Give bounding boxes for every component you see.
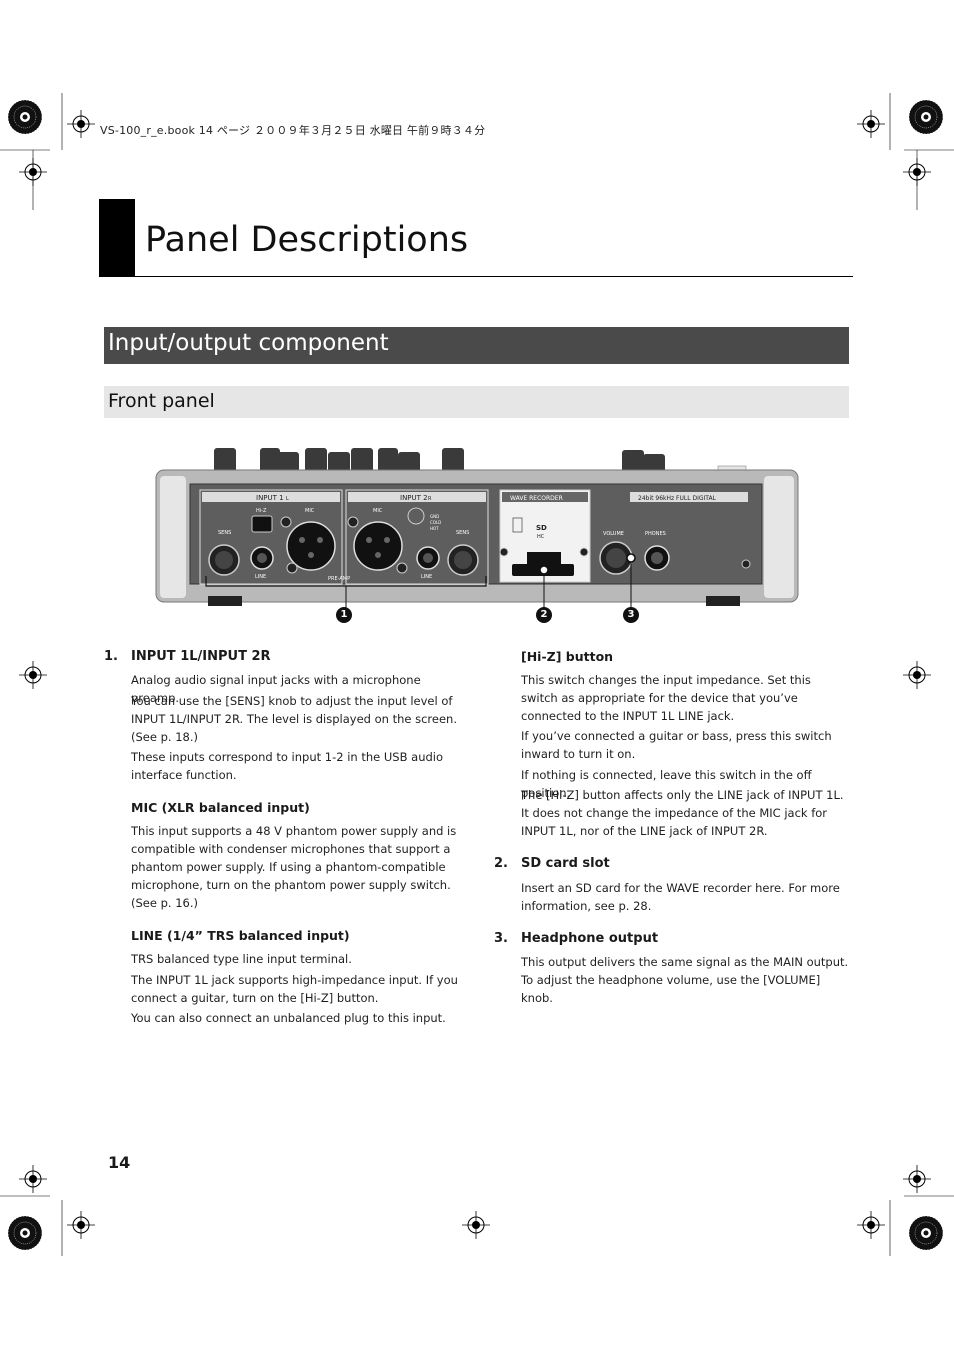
svg-text:MIC: MIC [373,508,383,514]
svg-text:24bit 96kHz FULL DIGITAL: 24bit 96kHz FULL DIGITAL [638,495,717,502]
title-accent-bar [99,199,135,277]
item-1-para-2: You can use the [SENS] knob to adjust th… [131,694,458,744]
page-title: Panel Descriptions [145,220,469,260]
line-para-1: TRS balanced type line input terminal. [131,952,352,966]
svg-text:LINE: LINE [421,574,432,580]
callout-3: 3 [623,607,639,623]
hiz-para-2: If you’ve connected a guitar or bass, pr… [521,729,832,761]
item-3-para: This output delivers the same signal as … [521,955,849,1005]
file-info-header: VS-100_r_e.book 14 ページ ２００９年３月２５日 水曜日 午前… [100,124,486,137]
svg-text:HC: HC [537,534,545,540]
item-3-number: 3. [494,931,508,946]
svg-text:PHONES: PHONES [645,531,666,537]
svg-text:SENS: SENS [218,530,231,536]
page-number: 14 [108,1153,131,1172]
section-heading-text: Input/output component [108,330,389,356]
callout-1: 1 [336,607,352,623]
item-1-para-1: Analog audio signal input jacks with a m… [131,673,421,705]
line-para-3: You can also connect an unbalanced plug … [131,1011,446,1025]
svg-text:WAVE RECORDER: WAVE RECORDER [510,495,563,502]
line-subtitle: LINE (1/4” TRS balanced input) [131,928,350,943]
front-panel-illustration: INPUT 1 L INPUT 2 R Hi-Z MIC SENS LINE M… [155,448,799,608]
hiz-para-4: The [Hi-Z] button affects only the LINE … [521,788,844,838]
svg-text:SD: SD [536,524,547,532]
svg-text:PRE-AMP: PRE-AMP [328,576,350,582]
item-1-number: 1. [104,649,118,664]
item-2-title: SD card slot [521,856,610,871]
hiz-subtitle: [Hi-Z] button [521,649,614,664]
subsection-heading: Front panel [104,386,849,418]
svg-text:GND: GND [430,514,439,519]
svg-text:L: L [286,496,289,502]
title-rule [99,276,853,277]
item-1-title: INPUT 1L/INPUT 2R [131,649,271,664]
panel-input2-label: INPUT 2 [400,494,428,502]
hiz-para-3: If nothing is connected, leave this swit… [521,768,812,800]
item-2-para: Insert an SD card for the WAVE recorder … [521,881,840,913]
svg-text:COLD: COLD [430,520,441,525]
line-para-2: The INPUT 1L jack supports high-impedanc… [131,973,458,1005]
svg-text:SENS: SENS [456,530,469,536]
hiz-para-1: This switch changes the input impedance.… [521,673,811,723]
mic-para: This input supports a 48 V phantom power… [131,824,457,910]
subsection-heading-text: Front panel [108,390,215,412]
section-heading: Input/output component [104,327,849,364]
svg-text:HOT: HOT [430,526,439,531]
item-2-number: 2. [494,856,508,871]
mic-subtitle: MIC (XLR balanced input) [131,800,310,815]
svg-text:Hi-Z: Hi-Z [256,508,267,514]
svg-text:VOLUME: VOLUME [603,531,624,537]
svg-text:MIC: MIC [305,508,315,514]
item-1-para-3: These inputs correspond to input 1-2 in … [131,750,444,782]
callout-2: 2 [536,607,552,623]
item-3-title: Headphone output [521,931,659,946]
svg-text:LINE: LINE [255,574,266,580]
svg-text:R: R [428,496,432,502]
panel-input1-label: INPUT 1 [256,494,284,502]
